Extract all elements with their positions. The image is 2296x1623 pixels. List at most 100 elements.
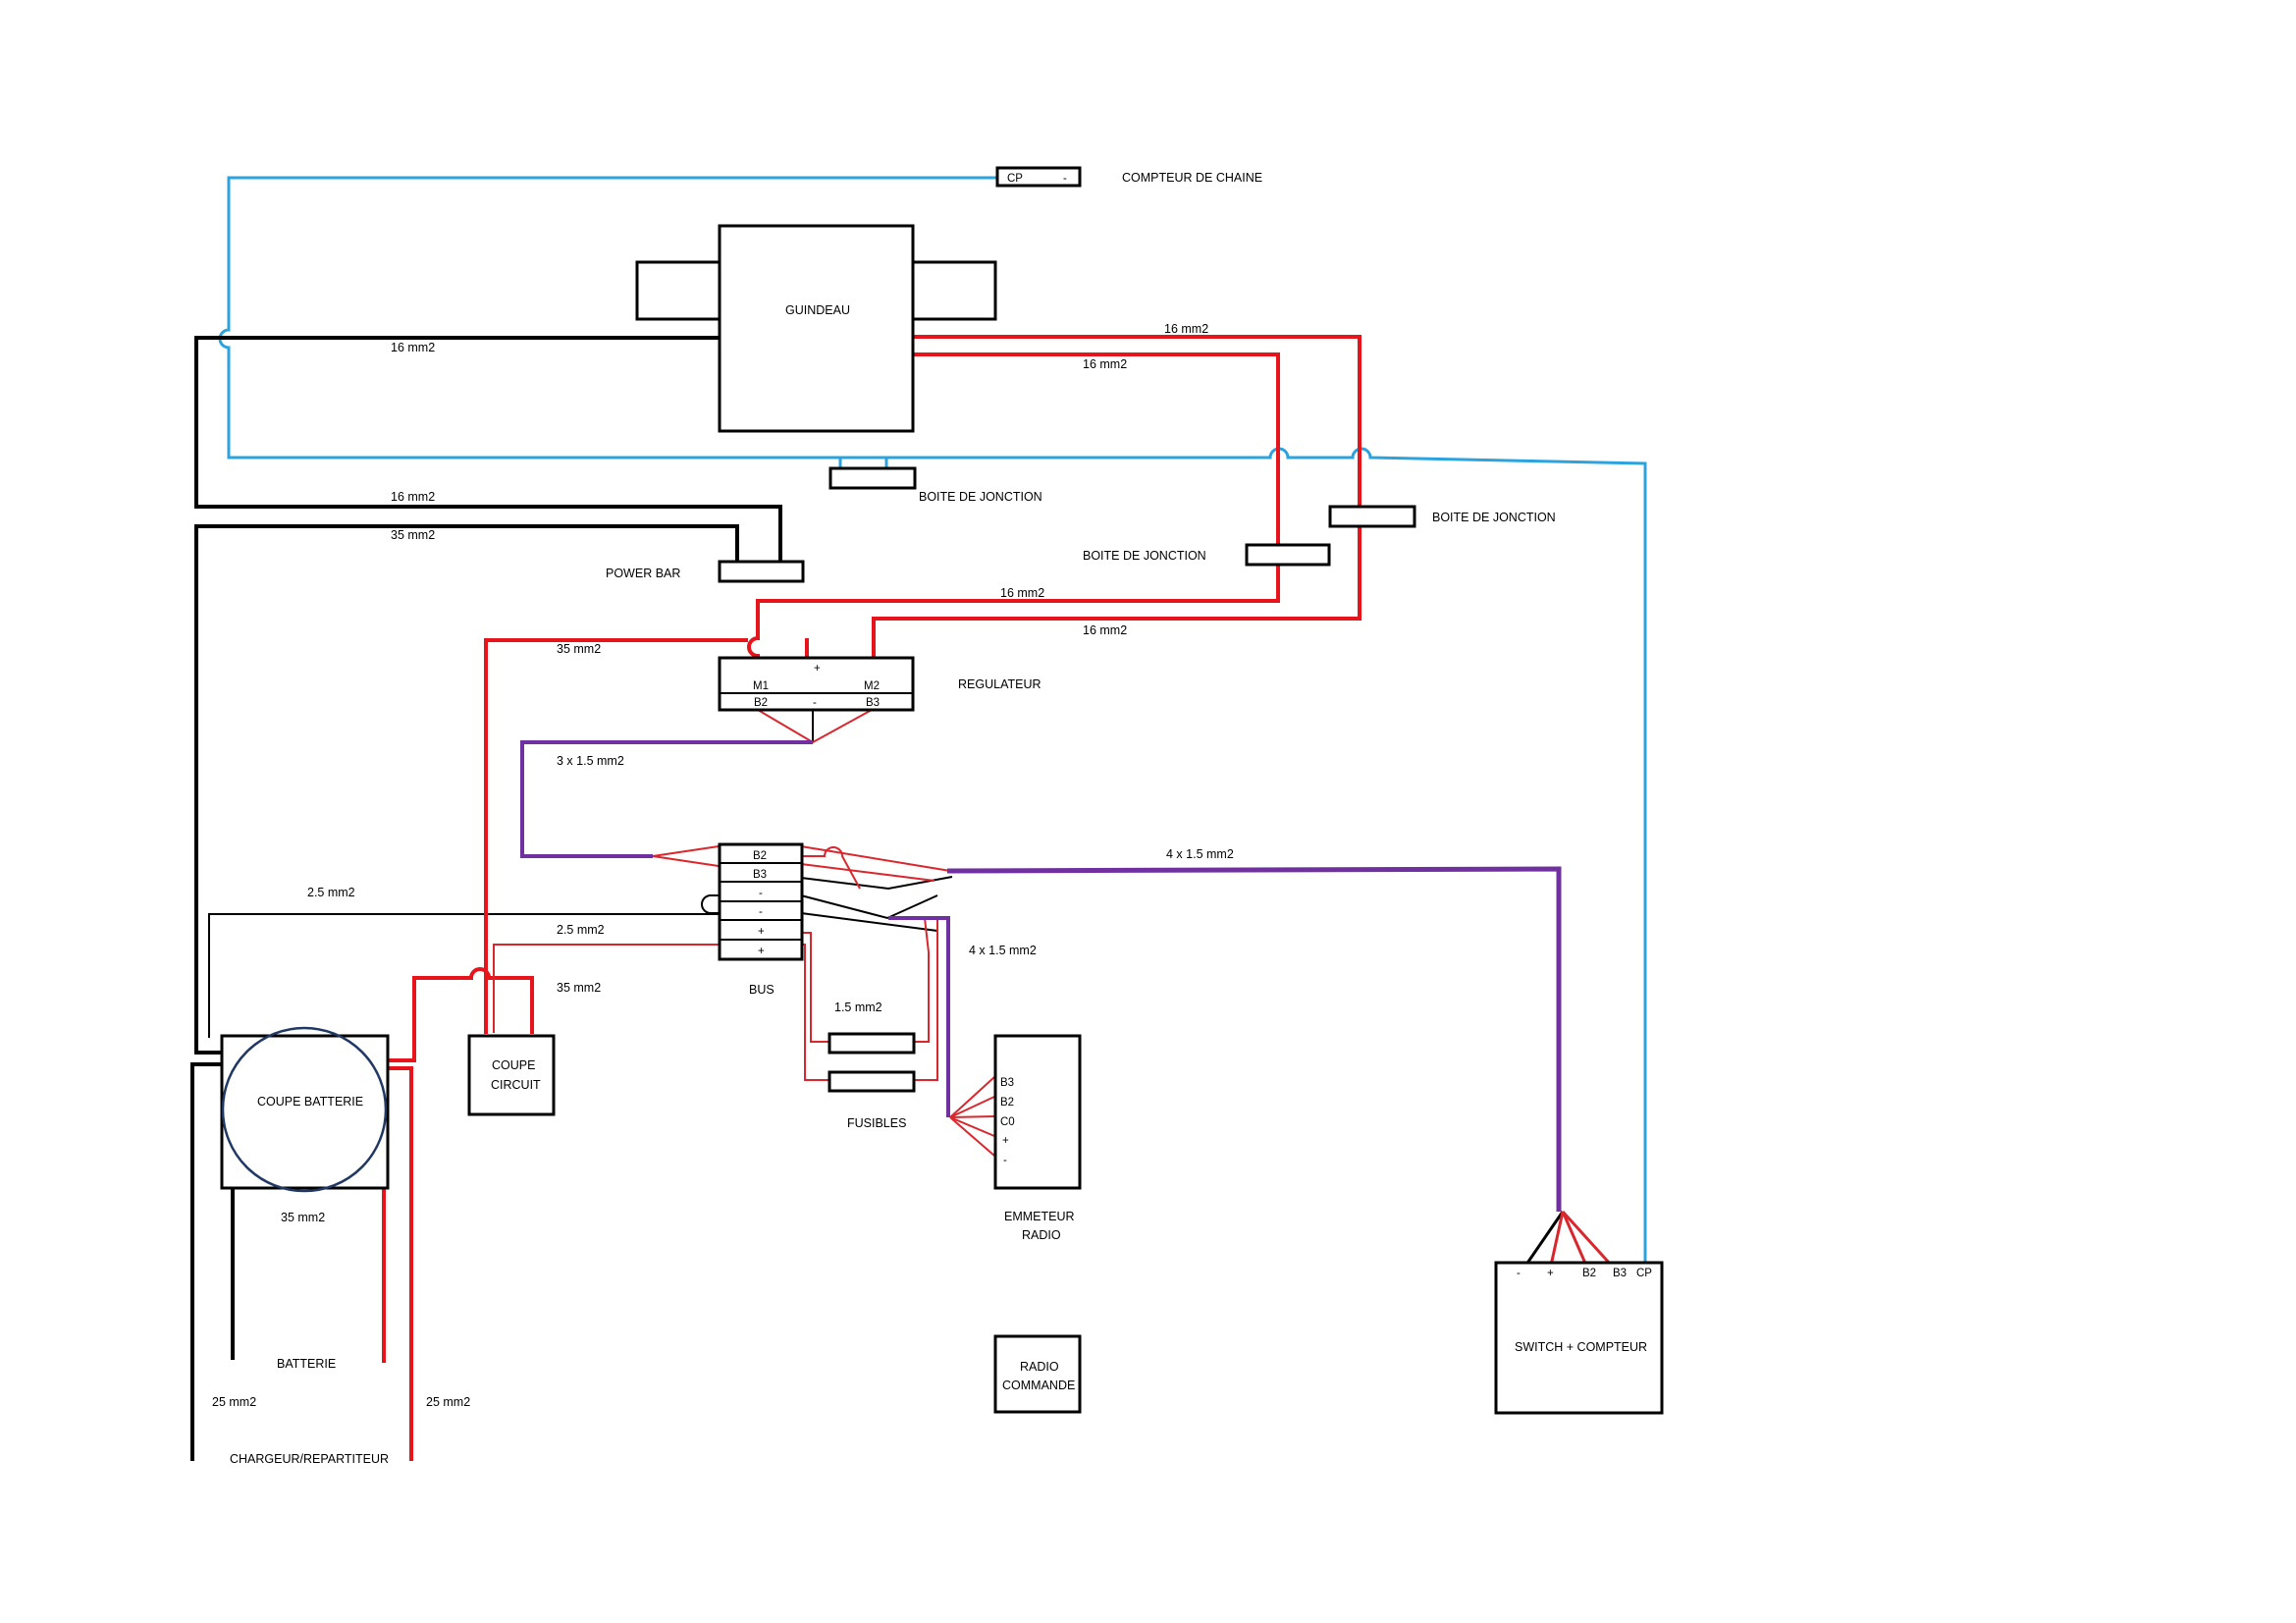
compteur-pin-minus: - (1063, 173, 1067, 185)
switch-pin-b2: B2 (1582, 1268, 1596, 1279)
neg-wire-battery-in (190, 1062, 222, 1461)
bus-label: BUS (749, 983, 774, 997)
boite-jonction-3: BOITE DE JONCTION (1328, 505, 1556, 528)
reg-pin-minus: - (813, 697, 817, 709)
radio-commande-label-2: COMMANDE (1002, 1379, 1075, 1392)
neg-thin-bus-1 (701, 894, 719, 914)
wire-label-25-neg: 25 mm2 (212, 1395, 256, 1409)
wire-label-16-red-top: 16 mm2 (1164, 322, 1208, 336)
compteur-chaine-label: COMPTEUR DE CHAINE (1122, 171, 1262, 185)
batterie-label: BATTERIE (277, 1357, 336, 1371)
compteur-pin-cp: CP (1007, 173, 1023, 185)
bus-row-b3: B3 (753, 869, 767, 881)
switch-compteur-label: SWITCH + COMPTEUR (1515, 1340, 1647, 1354)
bundle-4x15-radio (888, 916, 950, 1117)
pos-thin-fuse-out-1 (913, 917, 930, 1043)
wire-label-35-coupe-circuit: 35 mm2 (557, 981, 601, 995)
regulateur-label: REGULATEUR (958, 677, 1041, 691)
boite-jonction-2: BOITE DE JONCTION (1083, 543, 1331, 567)
pos-thin-radio-fan-1 (949, 1076, 995, 1118)
pos-wire-16-inner (747, 352, 1280, 676)
fusibles-label: FUSIBLES (847, 1116, 906, 1130)
bundle-3x15 (520, 740, 813, 858)
signal-wire-counter-return (840, 447, 1647, 1294)
bus-row-b2: B2 (753, 850, 767, 862)
wire-label-16-red-second: 16 mm2 (1083, 357, 1127, 371)
radio-pin-c0: C0 (1000, 1116, 1015, 1128)
radio-commande: RADIO COMMANDE (993, 1334, 1082, 1414)
neg-wire-guindeau (194, 336, 782, 562)
reg-pin-plus: + (814, 663, 821, 675)
wire-label-4x15-top: 4 x 1.5 mm2 (1166, 847, 1234, 861)
pos-thin-radio-fan-5 (949, 1116, 995, 1157)
radio-pin-b2: B2 (1000, 1097, 1014, 1109)
guindeau-label: GUINDEAU (785, 303, 850, 317)
radio-pin-plus: + (1002, 1135, 1009, 1147)
switch-pin-cp: CP (1636, 1268, 1652, 1279)
bus: B2 B3 - - + + BUS (718, 842, 804, 997)
bus-row-minus-1: - (759, 888, 763, 899)
wire-label-16-red-reg-2: 16 mm2 (1083, 623, 1127, 637)
negative-wires (190, 336, 1565, 1461)
pos-wire-16-outer (872, 335, 1362, 658)
coupe-circuit: COUPE CIRCUIT (467, 1034, 556, 1116)
pos-thin-bus-loop (801, 846, 861, 890)
boite-jonction-1-label: BOITE DE JONCTION (919, 490, 1042, 504)
neg-thin-bus-4 (800, 876, 953, 891)
wire-label-16-guindeau-black: 16 mm2 (391, 341, 435, 354)
neg-thin-bus-2 (800, 894, 938, 920)
coupe-batterie: COUPE BATTERIE (220, 1026, 390, 1193)
wire-label-3x15: 3 x 1.5 mm2 (557, 754, 624, 768)
bus-row-minus-2: - (759, 906, 763, 918)
control-bundles (520, 740, 1562, 1212)
pos-thin-fuse-2 (801, 944, 829, 1081)
coupe-batterie-label: COUPE BATTERIE (257, 1095, 363, 1109)
bus-row-plus-1: + (758, 926, 765, 938)
wire-label-25-pos: 25 mm2 (426, 1395, 470, 1409)
switch-pin-minus: - (1517, 1268, 1521, 1279)
wire-label-16-black-powerbar: 16 mm2 (391, 490, 435, 504)
emmeteur-radio: B3 B2 C0 + - EMMETEUR RADIO (993, 1034, 1082, 1242)
pos-thin-fuse-1 (801, 932, 829, 1043)
coupe-circuit-label-1: COUPE (492, 1058, 535, 1072)
pos-wire-coupe-circuit (388, 967, 534, 1062)
wire-label-25-black: 2.5 mm2 (307, 886, 355, 899)
pos-thin-coupe-bus (493, 944, 719, 1033)
emmeteur-label-1: EMMETEUR (1004, 1210, 1075, 1223)
pos-wire-charger-pos (388, 1066, 413, 1461)
regulateur: M1 + M2 B2 - B3 REGULATEUR (718, 656, 1041, 712)
wire-label-35-red-reg: 35 mm2 (557, 642, 601, 656)
compteur-chaine: CP - COMPTEUR DE CHAINE (995, 166, 1262, 188)
coupe-circuit-label-2: CIRCUIT (491, 1078, 541, 1092)
wire-label-35-black-powerbar: 35 mm2 (391, 528, 435, 542)
power-bar-label: POWER BAR (606, 567, 680, 580)
pos-thin-radio-fan-3 (949, 1115, 995, 1118)
pos-thin-radio-fan-2 (949, 1096, 995, 1118)
boite-jonction-3-label: BOITE DE JONCTION (1432, 511, 1556, 524)
fusibles: FUSIBLES (828, 1032, 916, 1130)
wire-label-25-red: 2.5 mm2 (557, 923, 605, 937)
reg-pin-b2: B2 (754, 697, 768, 709)
reg-pin-m2: M2 (864, 680, 880, 692)
wire-label-35-batterie: 35 mm2 (281, 1211, 325, 1224)
pos-thin-bus-fan-left-1 (652, 845, 720, 857)
emmeteur-label-2: RADIO (1022, 1228, 1061, 1242)
boite-jonction-1: BOITE DE JONCTION (828, 466, 1042, 504)
pos-thin-bus-fan-left-2 (652, 855, 720, 867)
wire-label-4x15-mid: 4 x 1.5 mm2 (969, 944, 1037, 957)
pos-thin-fuse-out-2 (913, 918, 938, 1081)
radio-pin-b3: B3 (1000, 1077, 1014, 1089)
neg-wire-main (194, 524, 739, 1055)
thin-negative-wires (208, 710, 953, 1038)
bus-row-plus-2: + (758, 946, 765, 957)
pos-thin-bus-right-2 (800, 863, 935, 882)
reg-pin-m1: M1 (753, 680, 769, 692)
chargeur-label: CHARGEUR/REPARTITEUR (230, 1452, 389, 1466)
boite-jonction-2-label: BOITE DE JONCTION (1083, 549, 1206, 563)
thin-positive-wires (493, 709, 1622, 1276)
switch-compteur: - + B2 B3 CP SWITCH + COMPTEUR (1494, 1261, 1664, 1415)
wire-label-15-fusibles: 1.5 mm2 (834, 1001, 882, 1014)
pos-thin-radio-fan-4 (949, 1116, 995, 1137)
radio-commande-label-1: RADIO (1020, 1360, 1059, 1374)
